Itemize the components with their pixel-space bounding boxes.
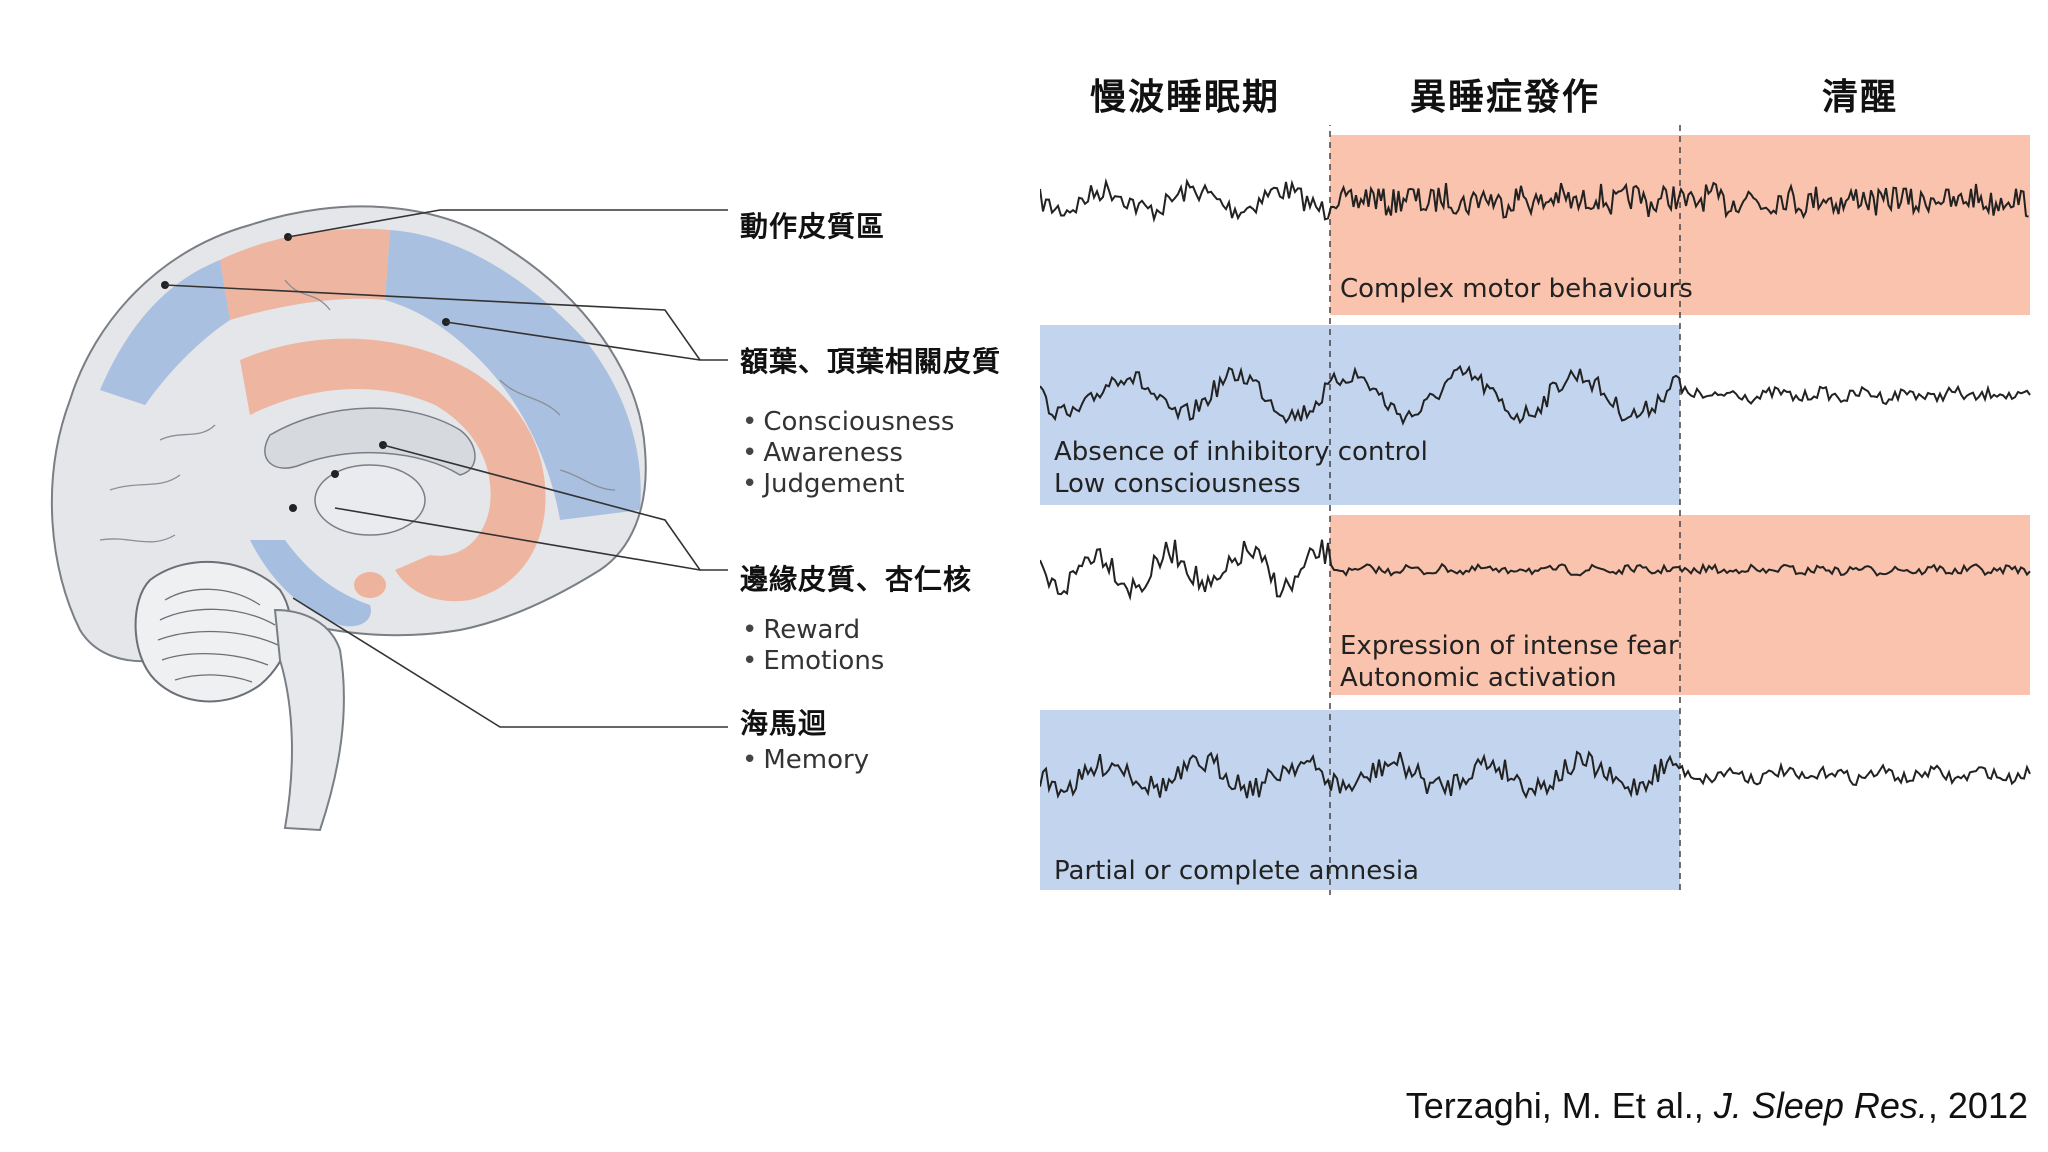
eeg-label-limbic-line-1: Expression of intense fear xyxy=(1340,631,1679,661)
eeg-trace-frontoparietal xyxy=(1040,364,2031,426)
frontoparietal-bullets: Consciousness Awareness Judgement xyxy=(742,407,954,500)
region-title-motor: 動作皮質區 xyxy=(740,210,886,243)
eeg-label-frontoparietal-line-1: Absence of inhibitory control xyxy=(1054,437,1428,467)
citation-authors: Terzaghi, M. Et al., xyxy=(1405,1085,1714,1126)
citation-year: , 2012 xyxy=(1927,1085,2028,1126)
eeg-traces-panel xyxy=(1040,125,2031,895)
bullet-judgement: Judgement xyxy=(742,469,954,500)
brainstem xyxy=(273,608,345,832)
bullet-awareness: Awareness xyxy=(742,438,954,469)
bullet-consciousness: Consciousness xyxy=(742,407,954,438)
brain-sagittal-illustration xyxy=(50,205,647,832)
phase-header-wake: 清醒 xyxy=(1821,77,1898,118)
citation-journal: J. Sleep Res. xyxy=(1713,1085,1928,1126)
eeg-label-frontoparietal-line-2: Low consciousness xyxy=(1054,469,1301,499)
eeg-label-motor-line-1: Complex motor behaviours xyxy=(1340,274,1693,304)
eeg-label-frontoparietal: Absence of inhibitory control Low consci… xyxy=(1054,436,1428,500)
bullet-reward: Reward xyxy=(742,615,884,646)
eeg-label-limbic-line-2: Autonomic activation xyxy=(1340,663,1617,693)
bullet-emotions: Emotions xyxy=(742,646,884,677)
eeg-trace-hippocampus xyxy=(1040,750,2031,800)
eeg-label-limbic: Expression of intense fear Autonomic act… xyxy=(1340,630,1679,694)
phase-header-parasomnia: 異睡症發作 xyxy=(1409,77,1600,118)
eeg-highlight-hippocampus xyxy=(1040,710,1680,890)
citation: Terzaghi, M. Et al., J. Sleep Res., 2012 xyxy=(1406,1085,2028,1127)
cerebellum-folia xyxy=(157,588,279,683)
eeg-trace-limbic xyxy=(1040,539,2031,602)
eeg-label-motor: Complex motor behaviours xyxy=(1340,273,1693,305)
eeg-label-hippocampus-line-1: Partial or complete amnesia xyxy=(1054,856,1419,886)
hippocampus-bullets: Memory xyxy=(742,745,869,776)
limbic-bullets: Reward Emotions xyxy=(742,615,884,677)
region-title-limbic: 邊緣皮質、杏仁核 xyxy=(740,563,973,596)
eeg-label-hippocampus: Partial or complete amnesia xyxy=(1054,855,1419,887)
bullet-memory: Memory xyxy=(742,745,869,776)
region-title-hippocampus: 海馬迴 xyxy=(740,707,828,740)
eeg-highlight-frontoparietal xyxy=(1040,325,1680,505)
amygdala-region xyxy=(354,572,386,598)
limbic-cingulate-region xyxy=(240,338,546,602)
region-title-frontoparietal: 額葉、頂葉相關皮質 xyxy=(740,345,1002,378)
phase-header-sws: 慢波睡眠期 xyxy=(1089,77,1280,118)
eeg-trace-motor xyxy=(1040,177,2029,224)
